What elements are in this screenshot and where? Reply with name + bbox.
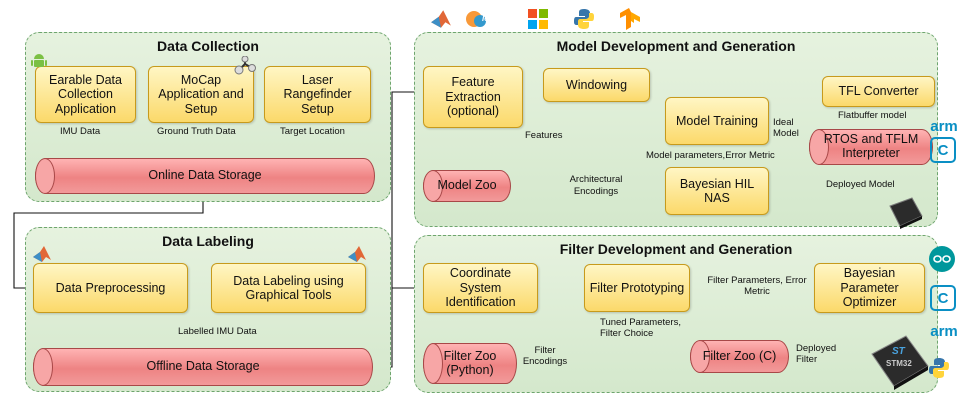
edge-filter-encodings: Filter Encodings: [519, 345, 571, 368]
filter-zoo-c-label: Filter Zoo (C): [702, 348, 777, 363]
filter-prototyping-node: Filter Prototyping: [584, 264, 690, 312]
edge-ground-truth: Ground Truth Data: [157, 126, 236, 137]
edge-filter-params-text: Filter Parameters, Error Metric: [707, 275, 807, 297]
edge-imu-data: IMU Data: [60, 126, 101, 137]
python-icon: [928, 357, 950, 379]
matlab-icon: [32, 244, 52, 264]
arm-logo: arm: [930, 117, 958, 135]
edge-tuned-params-text: Tuned Parameters, Filter Choice: [600, 317, 681, 339]
model-zoo-label: Model Zoo: [437, 178, 497, 193]
stm32-text: STM32: [886, 359, 912, 368]
python-icon: [573, 8, 595, 30]
edge-deployed-filter: Deployed Filter: [796, 343, 840, 366]
arm-logo: arm: [930, 322, 958, 340]
c-language-icon: C: [930, 137, 956, 163]
edge-ideal-model-text: Ideal Model: [773, 117, 799, 139]
data-labeling-title: Data Labeling: [162, 233, 254, 249]
c-language-text: C: [937, 141, 949, 159]
laser-node: Laser Rangefinder Setup: [264, 66, 371, 123]
android-icon: [31, 52, 47, 70]
labeling-tool-node: Data Labeling using Graphical Tools: [211, 263, 366, 313]
online-storage-label: Online Data Storage: [148, 168, 262, 183]
scikit-learn-icon: learn: [465, 9, 507, 29]
edge-filter-encodings-text: Filter Encodings: [522, 345, 568, 367]
edge-ideal-model: Ideal Model: [773, 117, 807, 140]
c-language-icon: C: [930, 285, 956, 311]
edge-tuned-params: Tuned Parameters, Filter Choice: [600, 317, 695, 340]
tfl-converter-node: TFL Converter: [822, 76, 935, 107]
bayesian-hil-nas-node: Bayesian HIL NAS: [665, 167, 769, 215]
bayesian-optimizer-node: Bayesian Parameter Optimizer: [814, 263, 925, 313]
edge-labelled-imu: Labelled IMU Data: [178, 326, 257, 337]
edge-features: Features: [525, 130, 563, 141]
model-training-node: Model Training: [665, 97, 769, 145]
tensorflow-icon: [620, 8, 640, 30]
edge-deployed-filter-text: Deployed Filter: [796, 343, 837, 365]
online-storage-node: Online Data Storage: [35, 158, 375, 194]
arduino-icon: [929, 246, 955, 272]
data-collection-title: Data Collection: [157, 38, 259, 54]
edge-flatbuffer: Flatbuffer model: [838, 110, 907, 121]
data-preprocessing-node: Data Preprocessing: [33, 263, 188, 313]
matlab-icon: [430, 8, 452, 30]
mcu-chip-icon: [886, 196, 924, 230]
scikit-learn-text: learn: [482, 14, 502, 23]
edge-arch-encodings-text: Architectural Encodings: [569, 174, 623, 198]
feature-extraction-node: Feature Extraction (optional): [423, 66, 523, 128]
stm32-chip-icon: ST STM32: [866, 332, 932, 390]
model-development-title: Model Development and Generation: [556, 38, 796, 54]
filter-zoo-c-node: Filter Zoo (C): [690, 340, 789, 373]
edge-filter-params: Filter Parameters, Error Metric: [706, 275, 808, 298]
coordinate-identification-node: Coordinate System Identification: [423, 263, 538, 313]
filter-development-title: Filter Development and Generation: [559, 241, 793, 257]
offline-storage-label: Offline Data Storage: [146, 359, 260, 374]
earable-app-node: Earable Data Collection Application: [35, 66, 136, 123]
st-logo-text: ST: [892, 346, 905, 357]
edge-deployed-model: Deployed Model: [826, 179, 895, 190]
edge-model-params: Model parameters,Error Metric: [646, 150, 775, 161]
rtos-interpreter-label: RTOS and TFLM Interpreter: [823, 132, 919, 160]
windowing-node: Windowing: [543, 68, 650, 102]
edge-arch-encodings: Architectural Encodings: [560, 174, 632, 199]
edge-target-location: Target Location: [280, 126, 345, 137]
c-language-text: C: [937, 289, 949, 307]
offline-storage-node: Offline Data Storage: [33, 348, 373, 386]
windows-icon: [528, 9, 548, 29]
mocap-marker-icon: [233, 56, 257, 76]
matlab-icon: [347, 244, 367, 264]
mocap-node: MoCap Application and Setup: [148, 66, 254, 123]
rtos-interpreter-node: RTOS and TFLM Interpreter: [809, 129, 933, 165]
filter-zoo-python-label: Filter Zoo (Python): [443, 348, 497, 377]
model-zoo-node: Model Zoo: [423, 170, 511, 202]
filter-zoo-python-node: Filter Zoo (Python): [423, 343, 517, 384]
